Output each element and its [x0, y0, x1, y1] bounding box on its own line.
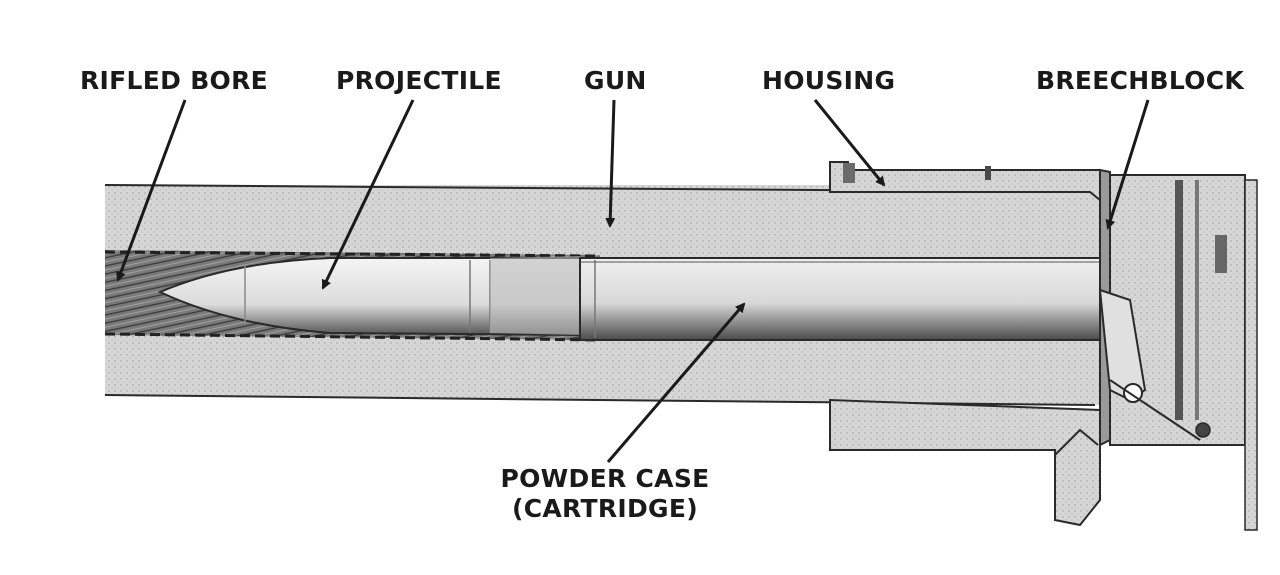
lower-housing	[829, 398, 1101, 527]
label-powder-case-line2: (CARTRIDGE)	[512, 494, 698, 523]
housing	[829, 161, 1101, 203]
label-powder-case-line1: POWDER CASE	[500, 464, 710, 493]
breechblock	[1098, 168, 1258, 531]
label-housing: HOUSING	[762, 66, 896, 95]
label-rifled-bore: RIFLED BORE	[80, 66, 269, 95]
label-projectile: PROJECTILE	[336, 66, 502, 95]
label-powder-case: POWDER CASE (CARTRIDGE)	[480, 464, 730, 524]
leader-housing	[813, 99, 886, 187]
leader-lines	[116, 99, 1150, 463]
leader-breechblock	[1105, 99, 1150, 230]
leader-rifled-bore	[116, 99, 187, 282]
powder-case	[579, 257, 1101, 341]
leader-gun	[605, 99, 616, 228]
label-gun: GUN	[584, 66, 647, 95]
leader-projectile	[321, 99, 415, 290]
leader-powder-case	[606, 302, 746, 463]
label-breechblock: BREECHBLOCK	[1036, 66, 1245, 95]
projectile	[157, 256, 581, 337]
